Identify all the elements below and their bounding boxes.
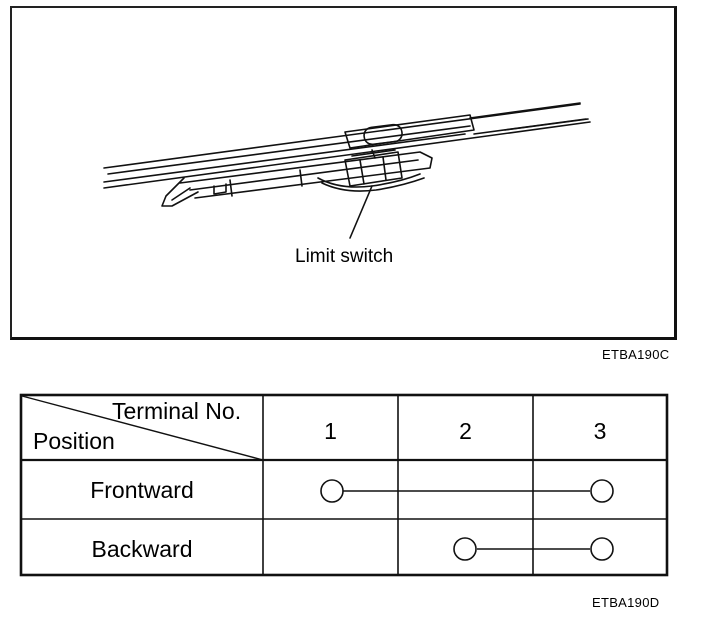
row-backward-label: Backward	[91, 536, 193, 562]
frontward-terminal-1-node	[320, 479, 344, 503]
terminal-1-header: 1	[324, 418, 337, 444]
position-header-label: Position	[33, 428, 115, 454]
backward-terminal-3-node	[590, 537, 614, 561]
table-figure-code: ETBA190D	[592, 595, 660, 610]
illustration-frame	[10, 6, 677, 340]
illustration-figure-code: ETBA190C	[602, 347, 670, 362]
terminal-2-header: 2	[459, 418, 472, 444]
row-frontward-label: Frontward	[90, 477, 194, 503]
terminal-table-grid	[19, 393, 669, 577]
terminal-3-header: 3	[593, 418, 607, 444]
continuity-marks	[320, 479, 614, 561]
terminal-header-label: Terminal No.	[112, 398, 242, 424]
limit-switch-label: Limit switch	[295, 246, 394, 267]
backward-terminal-2-node	[453, 537, 477, 561]
seat-rail-drawing	[103, 102, 591, 239]
frontward-terminal-3-node	[590, 479, 614, 503]
